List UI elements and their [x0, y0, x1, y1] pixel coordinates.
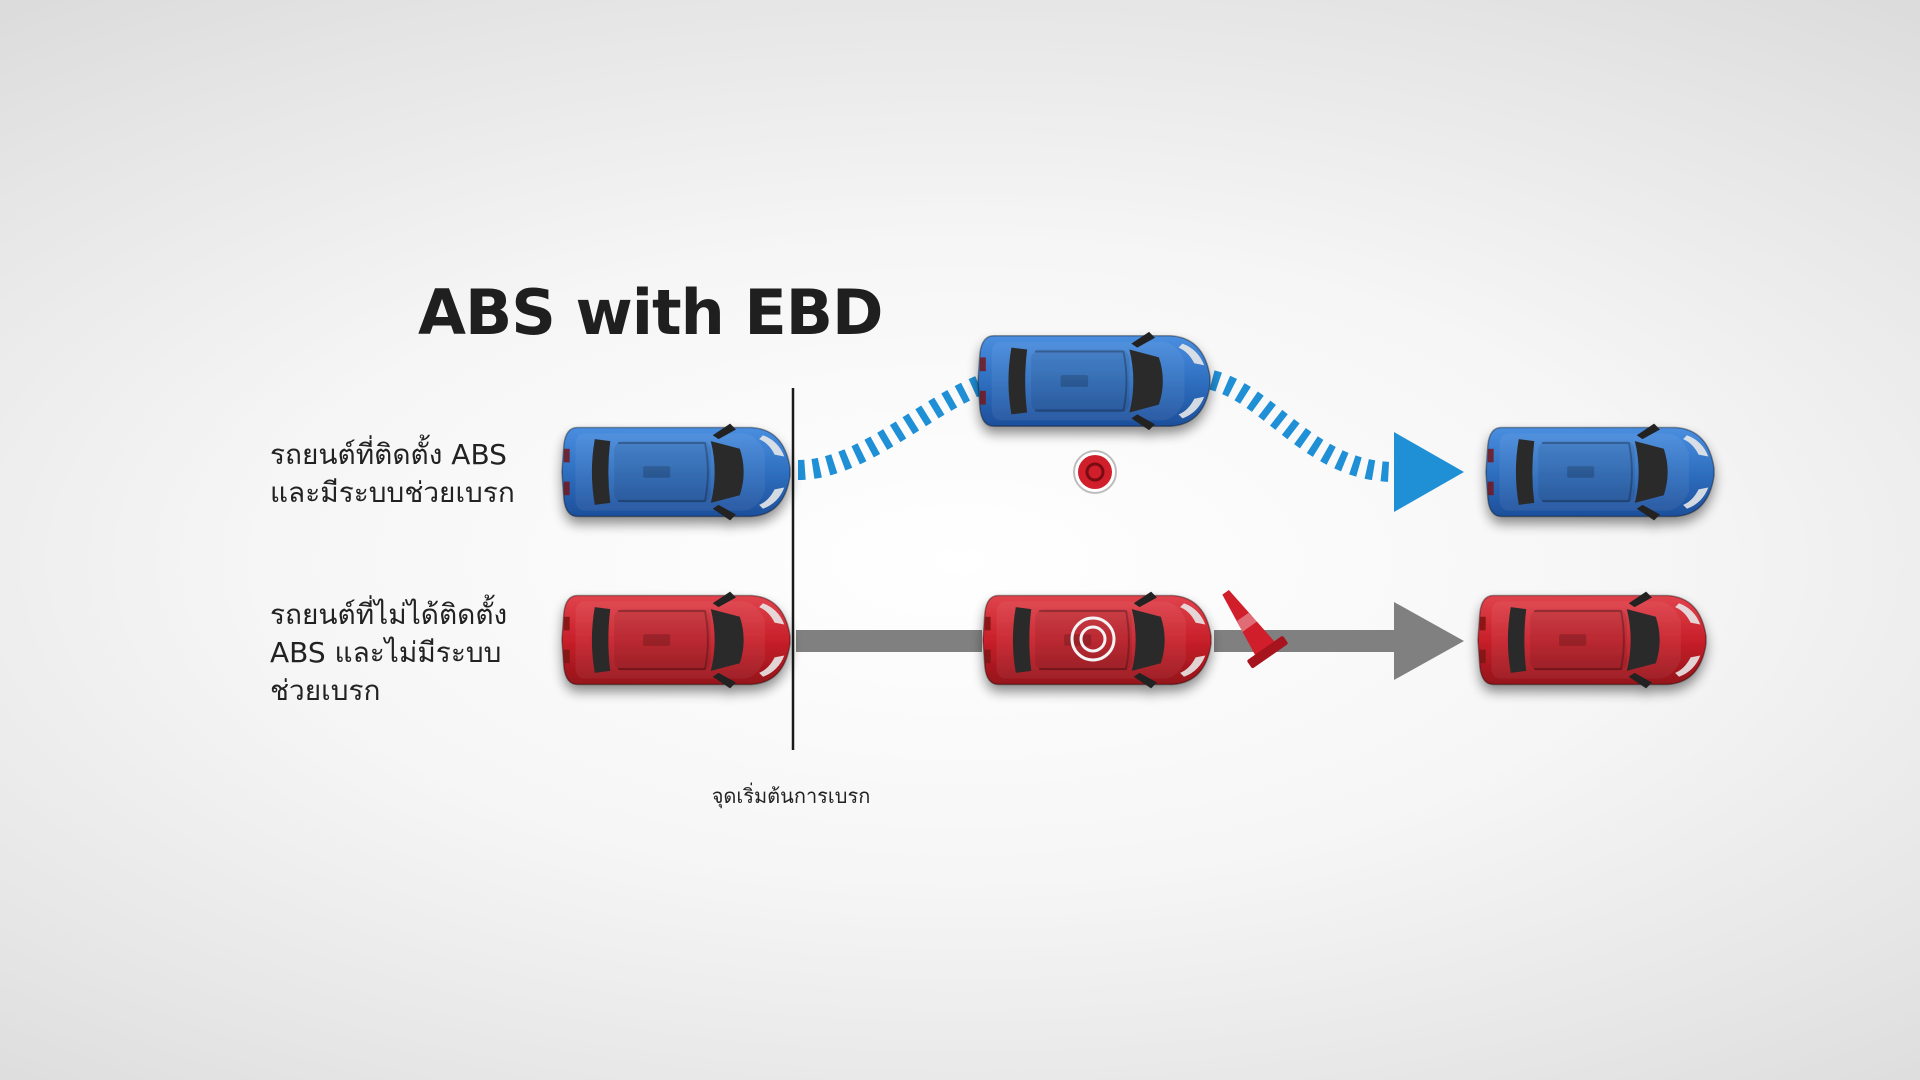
- car-blue-start: [560, 422, 792, 522]
- car-red-collision: [981, 590, 1213, 690]
- braking-start-label: จุดเริ่มต้นการเบรก: [711, 784, 871, 808]
- car-red-start: [560, 590, 792, 690]
- row-label-no-abs-line-3: ช่วยเบรก: [270, 674, 381, 707]
- car-blue-evading: [976, 330, 1212, 432]
- row-label-no-abs: รถยนต์ที่ไม่ได้ติดตั้ง ABS และไม่มีระบบ …: [270, 596, 507, 710]
- no-abs-arrow-head: [1394, 602, 1464, 680]
- no-abs-arrow-shaft-1: [796, 630, 982, 652]
- abs-arrow-head: [1394, 432, 1464, 512]
- no-abs-arrow-shaft-2: [1214, 630, 1396, 652]
- traffic-cone-icon: [1222, 590, 1288, 669]
- impact-target-icon: [1070, 616, 1116, 662]
- row-label-abs-line-2: และมีระบบช่วยเบรก: [270, 476, 515, 509]
- row-label-no-abs-line-1: รถยนต์ที่ไม่ได้ติดตั้ง: [270, 598, 508, 631]
- page-title: ABS with EBD: [418, 276, 883, 349]
- row-label-no-abs-line-2: ABS และไม่มีระบบ: [270, 636, 502, 669]
- warning-circle-icon: [1073, 450, 1117, 494]
- abs-path-curve-1: [797, 375, 984, 480]
- row-label-abs-line-1: รถยนต์ที่ติดตั้ง ABS: [270, 438, 507, 471]
- car-blue-end: [1484, 422, 1716, 522]
- row-label-abs: รถยนต์ที่ติดตั้ง ABS และมีระบบช่วยเบรก: [270, 436, 515, 512]
- abs-path-curve-2: [1209, 370, 1393, 482]
- car-red-end: [1476, 590, 1708, 690]
